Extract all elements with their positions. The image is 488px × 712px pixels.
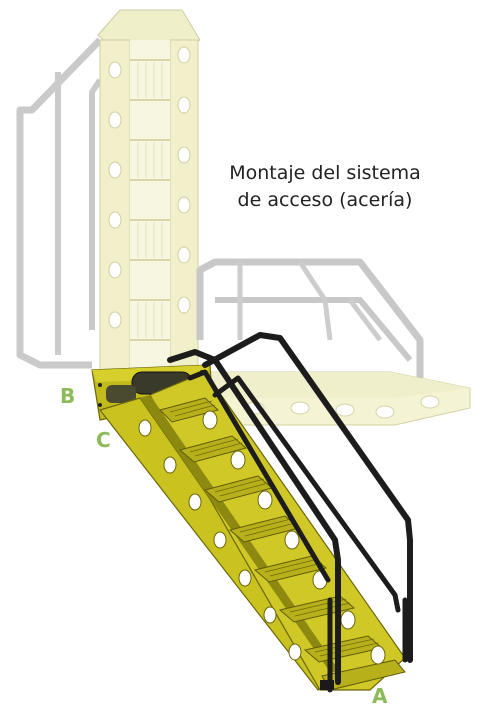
ghost-platform [196,258,471,426]
caption-line-1: Montaje del sistema [229,162,421,184]
diagram-caption: Montaje del sistema de acceso (acería) [205,160,445,214]
stringer-holes [138,410,386,665]
ghost-vertical-ladder [16,9,201,373]
stair-foot [320,680,334,690]
point-label-b: B [60,384,76,408]
caption-line-2: de acceso (acería) [237,189,413,211]
point-label-c: C [96,428,111,452]
stair-handrails [167,332,413,693]
point-label-a: A [372,684,388,708]
